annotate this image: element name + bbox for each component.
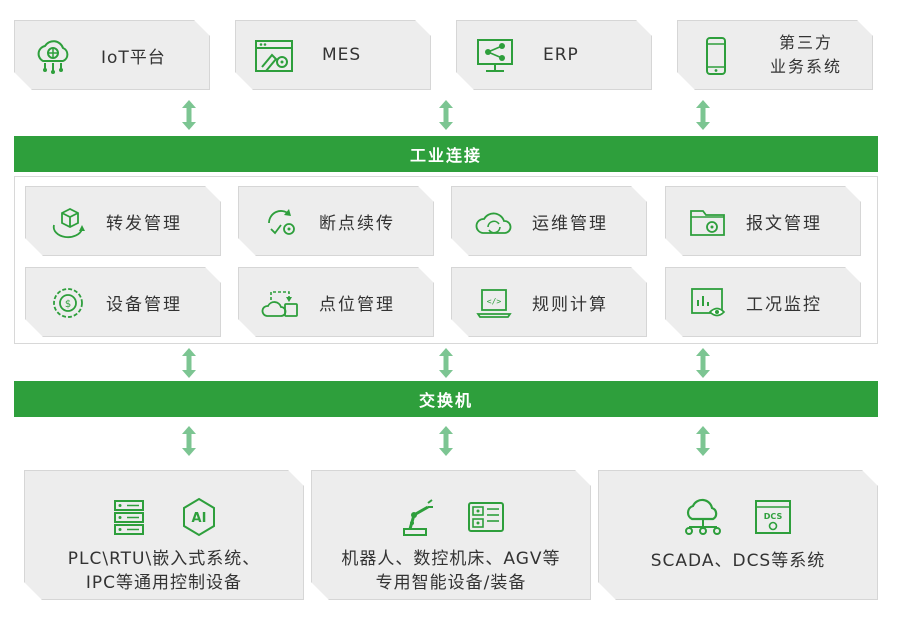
module-ops: 运维管理 [451, 186, 647, 256]
svg-text:AI: AI [192, 511, 207, 526]
third-party-label-line1: 第三方 [778, 33, 833, 52]
dcs-window-icon: DCS [751, 495, 795, 539]
module-label: 断点续传 [319, 213, 395, 234]
third-party-card: 第三方 业务系统 [677, 20, 873, 90]
iot-platform-card: IoT平台 [14, 20, 210, 90]
monitor-eye-icon [688, 284, 728, 322]
module-message: 报文管理 [665, 186, 861, 256]
device-group-systems: DCS SCADA、DCS等系统 [598, 470, 878, 600]
device-group-line2: 专用智能设备/装备 [375, 573, 527, 593]
iot-platform-label: IoT平台 [101, 47, 166, 68]
device-group-label: 机器人、数控机床、AGV等 专用智能设备/装备 [312, 547, 590, 595]
device-group-label: PLC\RTU\嵌入式系统、 IPC等通用控制设备 [25, 547, 303, 595]
device-group-special: 机器人、数控机床、AGV等 专用智能设备/装备 [311, 470, 591, 600]
browser-gear-icon [254, 37, 294, 75]
device-group-line1: PLC\RTU\嵌入式系统、 [67, 549, 261, 569]
module-label: 设备管理 [106, 294, 182, 315]
device-group-line1: SCADA、DCS等系统 [650, 551, 826, 571]
refresh-gear-icon [261, 203, 301, 241]
double-arrow-icon [439, 100, 453, 130]
module-device: $ 设备管理 [25, 267, 221, 337]
device-group-label: SCADA、DCS等系统 [599, 549, 877, 573]
erp-label: ERP [543, 45, 579, 65]
monitor-share-icon [475, 37, 515, 75]
svg-text:</>: </> [487, 297, 502, 306]
robot-arm-icon [394, 495, 438, 539]
smartphone-icon [696, 37, 736, 75]
double-arrow-icon [182, 348, 196, 378]
laptop-code-icon: </> [474, 284, 514, 322]
third-party-label: 第三方 业务系统 [748, 31, 864, 79]
module-label: 工况监控 [746, 294, 822, 315]
module-label: 点位管理 [319, 294, 395, 315]
mes-card: MES [235, 20, 431, 90]
device-group-line1: 机器人、数控机床、AGV等 [341, 549, 561, 569]
ai-chip-icon: AI [177, 495, 221, 539]
module-label: 报文管理 [746, 213, 822, 234]
switch-bar: 交换机 [14, 381, 878, 417]
double-arrow-icon [182, 100, 196, 130]
svg-text:DCS: DCS [764, 512, 783, 521]
svg-text:$: $ [65, 299, 71, 310]
double-arrow-icon [696, 426, 710, 456]
device-group-general: AI PLC\RTU\嵌入式系统、 IPC等通用控制设备 [24, 470, 304, 600]
double-arrow-icon [696, 100, 710, 130]
double-arrow-icon [439, 348, 453, 378]
server-rack-icon [107, 495, 151, 539]
double-arrow-icon [439, 426, 453, 456]
module-label: 规则计算 [532, 294, 608, 315]
cloud-network-icon [681, 495, 725, 539]
cloud-device-icon [261, 284, 301, 322]
module-rules: </> 规则计算 [451, 267, 647, 337]
erp-card: ERP [456, 20, 652, 90]
module-point: 点位管理 [238, 267, 434, 337]
cloud-cycle-icon [474, 203, 514, 241]
module-forwarding: 转发管理 [25, 186, 221, 256]
brain-cloud-icon [33, 37, 73, 75]
double-arrow-icon [182, 426, 196, 456]
module-label: 转发管理 [106, 213, 182, 234]
mes-label: MES [322, 45, 362, 65]
industrial-connection-bar: 工业连接 [14, 136, 878, 172]
module-monitoring: 工况监控 [665, 267, 861, 337]
third-party-label-line2: 业务系统 [769, 57, 842, 76]
module-panel: 转发管理 断点续传 运维管理 报文管理 $ [14, 176, 878, 344]
device-group-line2: IPC等通用控制设备 [85, 573, 243, 593]
module-breakpoint-resume: 断点续传 [238, 186, 434, 256]
double-arrow-icon [696, 348, 710, 378]
module-label: 运维管理 [532, 213, 608, 234]
coin-gear-icon: $ [48, 284, 88, 322]
cube-cycle-icon [48, 203, 88, 241]
folder-gear-icon [688, 203, 728, 241]
control-panel-icon [464, 495, 508, 539]
